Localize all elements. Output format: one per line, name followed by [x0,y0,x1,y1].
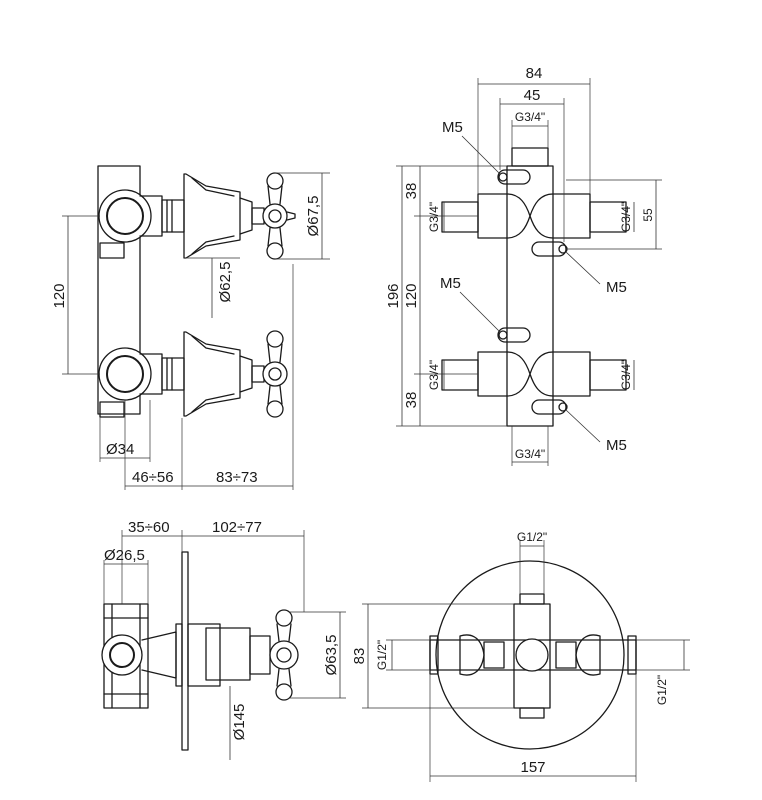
side-inlet [101,634,143,676]
plan-left-thread: G1/2" [375,640,389,670]
plan-view: G1/2" G1/2" 83 G1/2" 157 [351,530,690,782]
side-view: 35÷60 102÷77 Ø26,5 Ø63,5 Ø145 [101,519,346,760]
side-depth-range: 35÷60 [128,519,170,536]
front-upper-handle [251,172,296,260]
back-left-bottom-thread: G3/4" [427,360,441,390]
side-wall-plate [181,551,189,751]
plan-width-dim: 157 [520,759,545,776]
front-upper-port [99,242,125,259]
back-screw-lug-top-left [497,169,531,185]
front-lower-port [99,401,125,418]
back-lower-body [477,351,591,397]
back-inner-width: 45 [524,87,541,104]
back-right-top-thread: G3/4" [619,202,633,232]
front-inlet-diameter: Ø34 [106,441,134,458]
side-handle-diameter: Ø63,5 [323,635,340,676]
back-overall-width: 84 [526,65,543,82]
front-lower-handle [251,330,288,418]
front-handle-diameter: Ø67,5 [305,196,322,237]
back-screw-lug-mid-right [531,241,567,257]
back-screw-bottom-right: M5 [606,437,627,454]
back-right-bottom-thread: G3/4" [619,360,633,390]
back-upper-body [477,193,591,239]
plan-height-dim: 83 [351,648,368,665]
front-handle-range: 83÷73 [216,469,258,486]
front-lower-rosette [183,331,241,417]
back-screw-top-left: M5 [442,119,463,136]
front-view: 120 Ø67,5 Ø62,5 Ø34 46÷56 83÷73 [51,165,330,490]
back-total-height: 196 [385,283,402,308]
back-body-bar [506,165,554,427]
front-height-dim: 120 [51,283,68,308]
back-left-top-thread: G3/4" [427,202,441,232]
back-screw-lug-mid-left [497,327,531,343]
side-plate-diameter: Ø145 [231,704,248,741]
plan-right-thread: G1/2" [655,675,669,705]
back-bottom-offset: 38 [403,392,420,409]
back-screw-lug-bottom-right [531,399,567,415]
back-screw-mid-left: M5 [440,275,461,292]
back-top-outlet: G3/4" [515,110,545,124]
back-top-offset: 38 [403,183,420,200]
plan-round-plate [435,560,625,750]
side-outlet-diameter: Ø26,5 [104,547,145,564]
front-upper-rosette [183,173,241,259]
plan-top-thread: G1/2" [517,530,547,544]
front-rosette-diameter: Ø62,5 [217,262,234,303]
back-screw-mid-right: M5 [606,279,627,296]
front-body-bar [97,165,141,415]
front-depth-range: 46÷56 [132,469,174,486]
back-right-spacing: 55 [641,208,655,222]
side-handle-range: 102÷77 [212,519,262,536]
back-bottom-outlet: G3/4" [515,447,545,461]
back-center-spacing: 120 [403,283,420,308]
plan-center-outlet [515,638,549,672]
back-view: 84 45 G3/4" M5 M5 M5 M5 196 120 38 38 G3… [385,65,662,466]
side-handle [269,609,299,701]
